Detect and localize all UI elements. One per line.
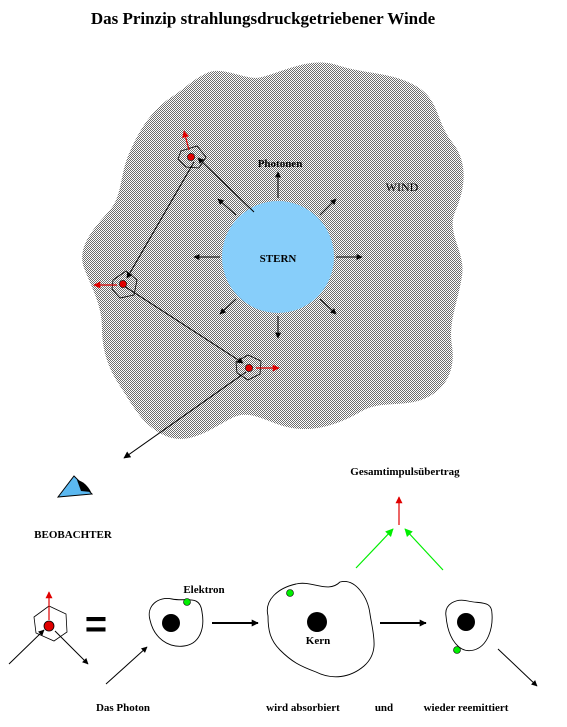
electron-3 — [453, 646, 461, 654]
atom-ground — [148, 598, 204, 647]
photon-arrow-downright — [319, 298, 337, 315]
photon-arrows — [193, 171, 363, 339]
atom-excited — [266, 581, 375, 678]
observer-label: BEOBACHTER — [34, 529, 113, 541]
total-momentum-label: Gesamtimpulsübertrag — [350, 466, 460, 478]
atom-reemitted — [445, 599, 493, 654]
ion-small — [8, 591, 89, 665]
photon-arrow-upleft — [217, 198, 237, 216]
outgoing-photon-arrow — [497, 648, 538, 687]
caption-reemitted: wieder reemittiert — [424, 702, 509, 714]
nucleus-1 — [162, 614, 180, 632]
caption-and: und — [375, 702, 393, 714]
equals-sign: = — [85, 604, 107, 646]
electron-1 — [183, 598, 191, 606]
title: Das Prinzip strahlungsdruckgetriebener W… — [91, 9, 436, 28]
ion-1 — [177, 130, 207, 169]
wind-label: WIND — [386, 180, 419, 194]
ion-3 — [235, 354, 280, 381]
green-arrow-right — [404, 528, 444, 571]
electron-2 — [286, 589, 294, 597]
photons-label: Photonen — [258, 158, 303, 170]
nucleus-2 — [307, 612, 327, 632]
caption-photon: Das Photon — [96, 702, 150, 714]
green-arrow-left — [355, 528, 394, 569]
caption-absorbed: wird absorbiert — [266, 702, 340, 714]
star — [222, 201, 334, 313]
observer-icon — [56, 475, 94, 498]
electron-label: Elektron — [183, 584, 224, 596]
nucleus-3 — [457, 613, 475, 631]
star-label: STERN — [260, 253, 297, 265]
photon-path — [123, 157, 255, 459]
photon-arrow-upright — [319, 198, 337, 216]
ion-2 — [93, 270, 138, 299]
photon-arrow-downleft — [219, 298, 237, 315]
nucleus-label: Kern — [306, 635, 330, 647]
incoming-photon-arrow — [105, 646, 148, 685]
